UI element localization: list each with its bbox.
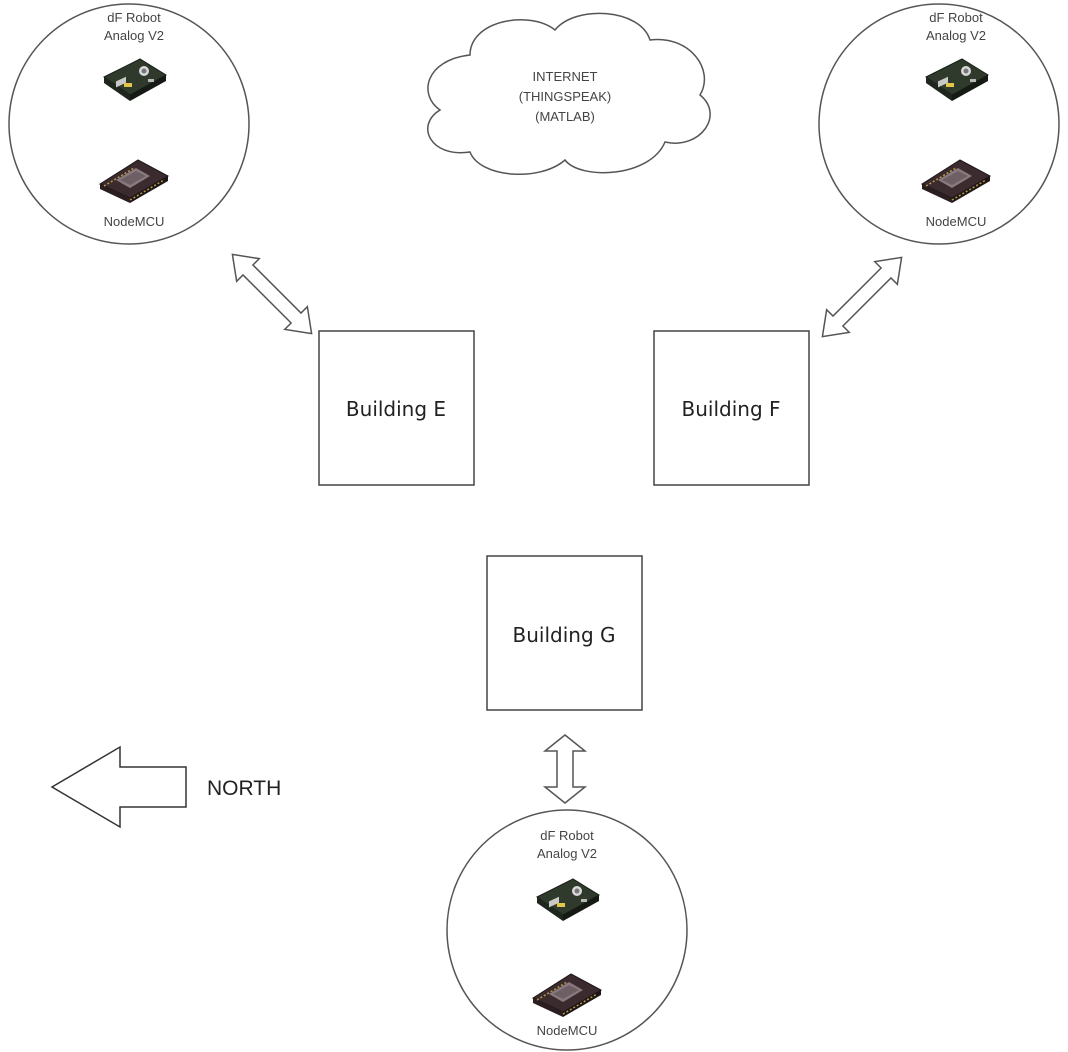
cloud-line-1: INTERNET <box>533 69 598 84</box>
node-label-nodemcu: NodeMCU <box>926 214 987 229</box>
cloud-shape <box>427 12 711 175</box>
node-circle-bottom: dF Robot Analog V2 NodeMCU <box>446 809 688 1051</box>
building-e: Building E <box>318 330 475 486</box>
building-box <box>486 555 643 711</box>
node-label-analog: Analog V2 <box>926 28 986 43</box>
building-g-label: Building G <box>513 623 616 647</box>
node-circle-top-right: dF Robot Analog V2 NodeMCU <box>818 3 1060 245</box>
double-arrow-e <box>231 253 313 335</box>
north-label: NORTH <box>207 777 281 800</box>
building-e-label: Building E <box>346 397 446 421</box>
cloud-line-2: (THINGSPEAK) <box>519 89 611 104</box>
cloud-line-3: (MATLAB) <box>535 109 595 124</box>
node-circle-outline <box>8 3 250 245</box>
double-arrow-g <box>542 734 588 804</box>
node-circle-outline <box>446 809 688 1051</box>
internet-cloud: INTERNET (THINGSPEAK) (MATLAB) <box>427 12 711 175</box>
building-f-label: Building F <box>682 397 781 421</box>
node-label-nodemcu: NodeMCU <box>104 214 165 229</box>
double-arrow-icon <box>821 256 903 338</box>
node-circle-outline <box>818 3 1060 245</box>
node-circle-top-left: dF Robot Analog V2 NodeMCU <box>8 3 250 245</box>
node-label-dfrobot: dF Robot <box>540 828 594 843</box>
building-box <box>318 330 475 486</box>
double-arrow-f <box>821 256 903 338</box>
node-label-nodemcu: NodeMCU <box>537 1023 598 1038</box>
node-label-dfrobot: dF Robot <box>107 10 161 25</box>
node-label-analog: Analog V2 <box>537 846 597 861</box>
building-g: Building G <box>486 555 643 711</box>
building-f: Building F <box>653 330 810 486</box>
double-arrow-icon <box>542 734 588 804</box>
double-arrow-icon <box>231 253 313 335</box>
north-indicator: NORTH <box>50 745 281 829</box>
node-label-dfrobot: dF Robot <box>929 10 983 25</box>
building-box <box>653 330 810 486</box>
north-arrow-icon <box>50 745 187 829</box>
node-label-analog: Analog V2 <box>104 28 164 43</box>
